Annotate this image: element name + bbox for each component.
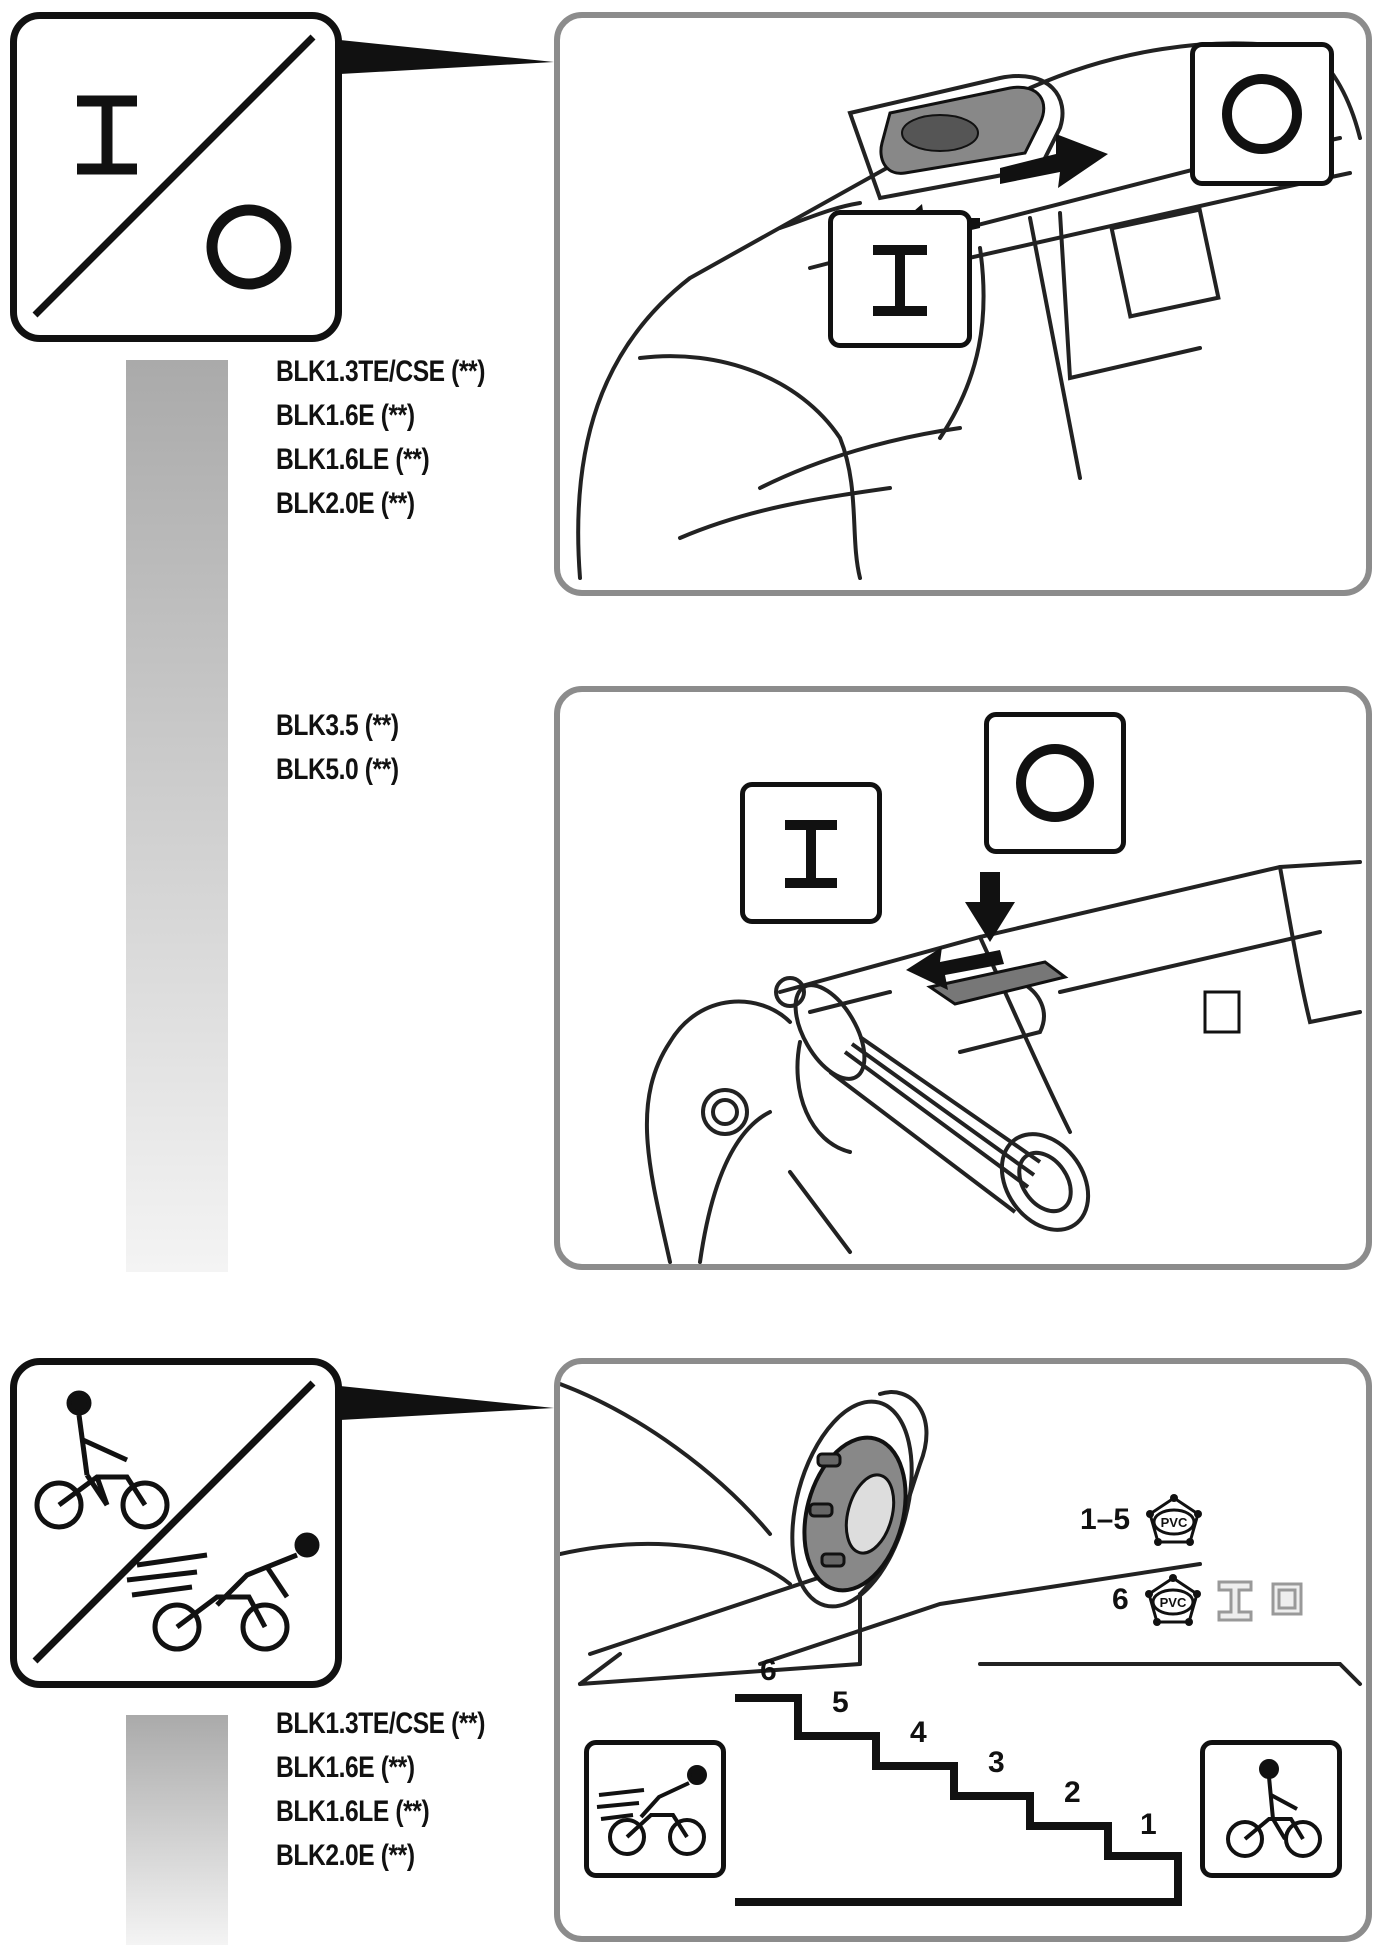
- model-name: BLK2.0E (**): [276, 1839, 415, 1872]
- switch-illustration-panel-1: [554, 12, 1372, 596]
- pvc-label: PVC: [1161, 1515, 1188, 1530]
- speed-dial-drawing: [560, 1382, 1362, 1906]
- switch-illustration-panel-2: [554, 686, 1372, 1270]
- model-name: BLK1.6E (**): [276, 399, 415, 432]
- range-label: 6: [1112, 1583, 1129, 1616]
- callout-pointer: [340, 1386, 560, 1426]
- model-name: BLK5.0 (**): [276, 753, 399, 786]
- speed-selector-icon: [10, 1358, 342, 1688]
- cyclist-fast-icon: [126, 1532, 320, 1652]
- model-name: BLK1.3TE/CSE (**): [276, 1707, 486, 1740]
- model-bar: [126, 360, 228, 1272]
- speed-steps-line: [735, 1694, 1182, 1906]
- model-bar: [126, 1715, 228, 1945]
- pvc-label: PVC: [1159, 1595, 1186, 1610]
- model-name: BLK1.6E (**): [276, 1751, 415, 1784]
- model-list-b: BLK3.5 (**) BLK5.0 (**): [276, 704, 399, 792]
- speed-dial-panel: 1–5 PVC 6 PVC 6 5 4 3 2 1: [554, 1358, 1372, 1942]
- on-symbol-box: [740, 782, 882, 924]
- model-name: BLK2.0E (**): [276, 487, 415, 520]
- on-off-icon: [10, 12, 342, 342]
- step-number: 5: [832, 1686, 849, 1719]
- steel-profile-icon: [1217, 1580, 1253, 1622]
- step-number: 6: [760, 1654, 777, 1687]
- step-number: 2: [1064, 1776, 1081, 1809]
- on-symbol-box: [828, 210, 972, 348]
- step-number: 1: [1140, 1808, 1157, 1841]
- cyclist-slow-icon: [1200, 1740, 1342, 1878]
- model-name: BLK3.5 (**): [276, 709, 399, 742]
- cyclist-fast-icon: [584, 1740, 726, 1878]
- range-label: 1–5: [1080, 1503, 1131, 1536]
- off-symbol-box: [984, 712, 1126, 854]
- aluminium-profile-icon: [1271, 1582, 1303, 1616]
- step-number: 4: [910, 1716, 927, 1749]
- model-list-c: BLK1.3TE/CSE (**) BLK1.6E (**) BLK1.6LE …: [276, 1702, 485, 1878]
- model-name: BLK1.6LE (**): [276, 1795, 430, 1828]
- model-name: BLK1.3TE/CSE (**): [276, 355, 486, 388]
- speed-range-high: 6 PVC: [1112, 1574, 1309, 1626]
- callout-pointer: [340, 40, 560, 80]
- step-number: 3: [988, 1746, 1005, 1779]
- sander-slide-switch-drawing: [576, 41, 1362, 580]
- model-list-a: BLK1.3TE/CSE (**) BLK1.6E (**) BLK1.6LE …: [276, 350, 485, 526]
- off-symbol-box: [1190, 42, 1334, 186]
- pvc-material-icon: PVC: [1144, 1574, 1201, 1626]
- grinder-switch-drawing: [644, 860, 1362, 1264]
- cyclist-slow-icon: [34, 1390, 170, 1530]
- model-name: BLK1.6LE (**): [276, 443, 430, 476]
- speed-range-low: 1–5 PVC: [1080, 1494, 1204, 1546]
- pvc-material-icon: PVC: [1146, 1494, 1203, 1546]
